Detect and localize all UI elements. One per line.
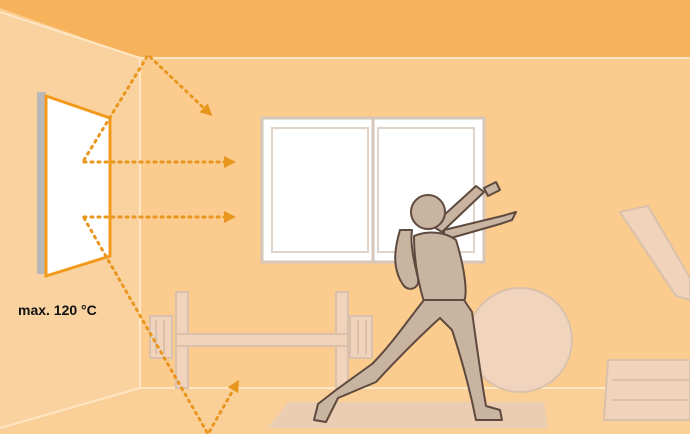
exercise-ball-icon xyxy=(468,288,572,392)
heater-temperature-label: max. 120 °C xyxy=(18,302,97,318)
yoga-mat-icon xyxy=(268,402,548,428)
infrared-heater-icon xyxy=(37,92,110,276)
